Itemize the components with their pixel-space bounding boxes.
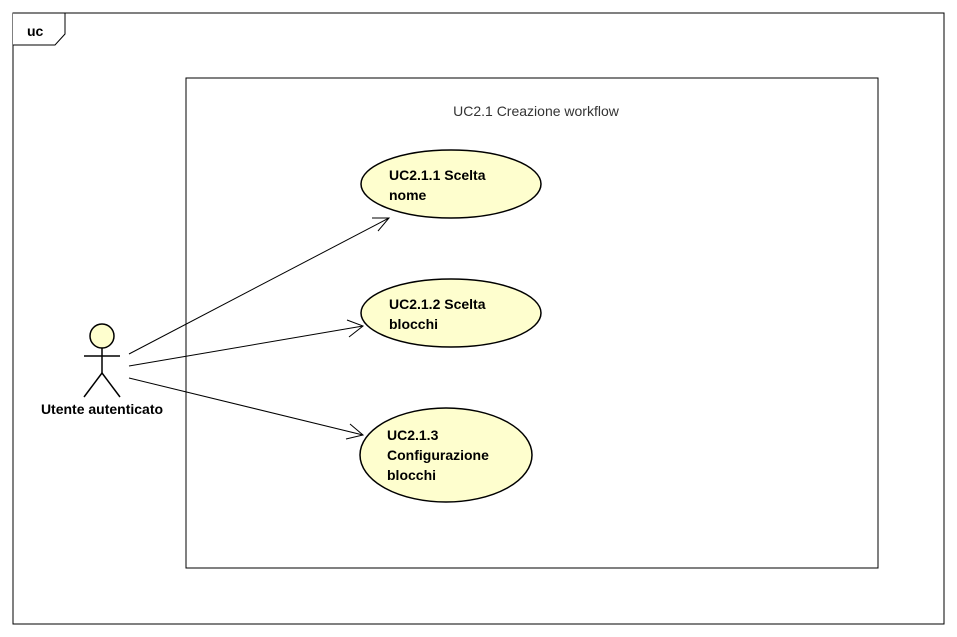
use-case-label: blocchi [389,316,438,332]
system-title: UC2.1 Creazione workflow [453,103,620,119]
associations [128,217,391,440]
use-case-ellipse [360,278,542,348]
use-case-label: Configurazione [387,447,489,463]
actor-head [89,323,115,349]
frame-label: uc [27,23,44,39]
use-case-label: nome [389,187,427,203]
use-case-label: UC2.1.1 Scelta [389,167,486,183]
use-case-ellipse [360,149,542,219]
association-arrowhead-2 [346,319,365,338]
actor-name: Utente autenticato [41,401,163,417]
use-case-label: UC2.1.3 [387,427,439,443]
association-line-3 [128,377,364,436]
use-case-2: UC2.1.2 Scelta blocchi [360,278,542,348]
use-case-label: UC2.1.2 Scelta [389,296,486,312]
use-case-1: UC2.1.1 Scelta nome [360,149,542,219]
association-line-1 [128,217,390,355]
use-case-ellipse [359,407,533,503]
association-arrowhead-3 [345,423,365,440]
use-case-3: UC2.1.3 Configurazione blocchi [359,407,533,503]
actor: Utente autenticato [41,323,163,417]
association-arrowhead-1 [372,217,391,232]
frame-tab [13,12,66,46]
use-case-label: blocchi [387,467,436,483]
actor-left-leg [83,372,103,398]
association-line-2 [128,325,364,367]
actor-right-leg [101,372,121,398]
